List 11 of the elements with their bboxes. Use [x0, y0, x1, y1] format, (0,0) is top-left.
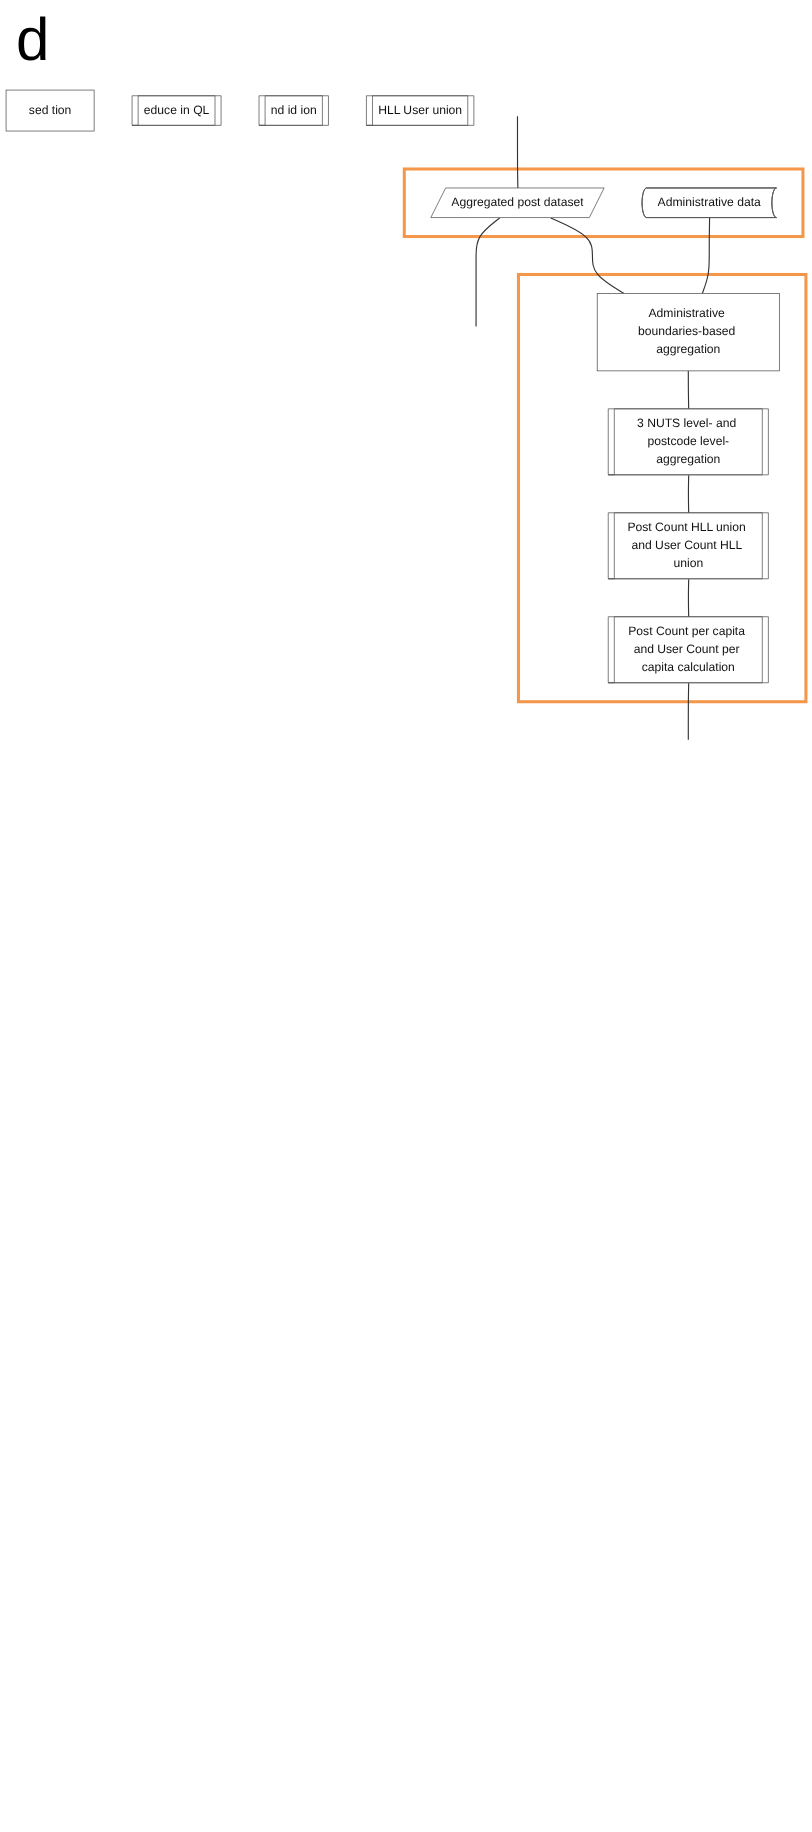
heading-fragment: d [16, 8, 52, 76]
connector [550, 217, 625, 294]
cluster [402, 167, 805, 239]
connector [701, 217, 711, 294]
connector [687, 578, 690, 618]
connector [516, 115, 519, 189]
connector [687, 474, 690, 514]
cluster [516, 272, 808, 704]
connector [687, 682, 690, 741]
connector [687, 370, 690, 410]
connector [475, 217, 501, 328]
